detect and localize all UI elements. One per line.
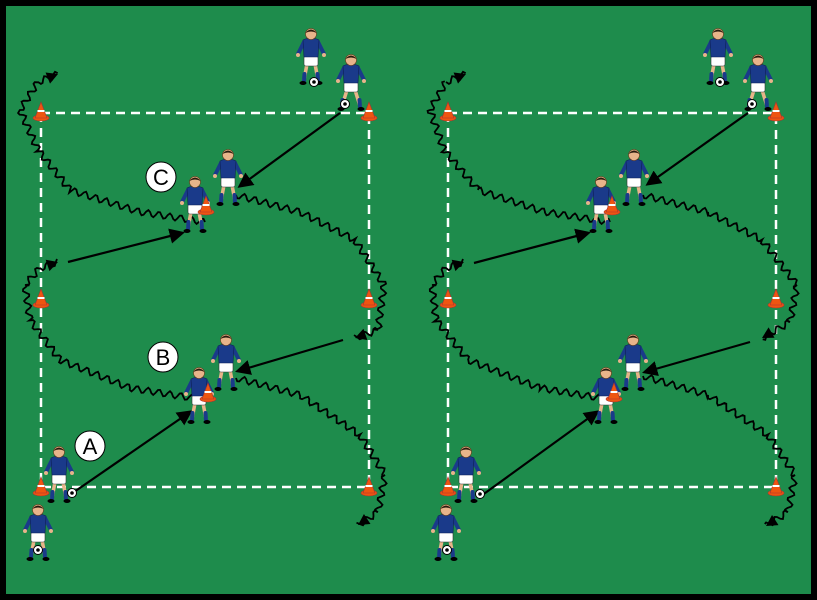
- dribble-path: [16, 81, 206, 226]
- cones-right: [439, 101, 785, 497]
- pass-arrow: [642, 340, 751, 377]
- player: [586, 176, 616, 233]
- drill-area-right: [426, 28, 800, 561]
- ball: [442, 545, 452, 555]
- pass-arrows-right: [473, 112, 751, 497]
- player: [336, 54, 366, 111]
- ball: [33, 545, 43, 555]
- label-c: C: [153, 165, 169, 190]
- dribble-paths-left: [16, 70, 388, 527]
- cone: [767, 288, 785, 309]
- cone: [360, 476, 378, 497]
- ball: [475, 489, 485, 499]
- dribble-arrowhead: [766, 515, 779, 526]
- pass-arrow: [480, 410, 600, 497]
- label-b-circle: [147, 341, 179, 373]
- cone: [199, 382, 217, 403]
- dribble-path: [235, 375, 388, 527]
- dribble-arrowhead: [451, 259, 464, 272]
- cone: [605, 382, 623, 403]
- pass-arrow: [237, 112, 341, 188]
- cone: [360, 101, 378, 122]
- player: [213, 149, 243, 206]
- cone: [439, 101, 457, 122]
- dribble-path: [22, 258, 206, 404]
- dribble-arrowhead: [762, 327, 775, 338]
- cones-left: [32, 101, 378, 497]
- label-b: B: [156, 345, 171, 370]
- cone: [439, 476, 457, 497]
- cone: [439, 288, 457, 309]
- ball: [747, 99, 757, 109]
- cone: [32, 288, 50, 309]
- pitch-surface: [6, 6, 811, 594]
- dribble-paths-right: [426, 70, 800, 527]
- pass-arrow: [235, 338, 344, 375]
- dribble-arrowhead: [358, 513, 371, 525]
- drill-area-left: A B C: [16, 28, 388, 561]
- cone: [767, 476, 785, 497]
- cone: [603, 195, 621, 216]
- player: [618, 334, 648, 391]
- ball: [715, 77, 725, 87]
- player: [451, 446, 481, 503]
- cone: [32, 476, 50, 497]
- player: [619, 149, 649, 206]
- label-c-badge: C: [145, 161, 177, 193]
- players-right: [431, 28, 773, 561]
- cone: [360, 288, 378, 309]
- label-a-badge: A: [74, 430, 106, 462]
- ball: [309, 77, 319, 87]
- cone: [767, 101, 785, 122]
- pass-arrow: [473, 228, 591, 265]
- cone: [32, 101, 50, 122]
- player: [44, 446, 74, 503]
- dribble-path: [642, 192, 800, 341]
- dribble-arrowhead: [453, 72, 466, 84]
- pass-arrow: [645, 112, 749, 186]
- dribble-path: [235, 192, 388, 341]
- dribble-path: [426, 80, 611, 226]
- player: [703, 28, 733, 85]
- ball: [67, 488, 77, 498]
- player: [431, 504, 461, 561]
- dribble-arrowhead: [45, 72, 58, 84]
- dribble-path: [428, 258, 613, 404]
- players-left: [23, 28, 366, 561]
- pass-arrow: [67, 228, 185, 264]
- cone: [197, 195, 215, 216]
- pass-arrows-left: [67, 112, 344, 493]
- label-a-circle: [74, 430, 106, 462]
- player: [211, 334, 241, 391]
- label-b-badge: B: [147, 341, 179, 373]
- ball: [340, 99, 350, 109]
- label-c-circle: [145, 161, 177, 193]
- dribble-arrowhead: [45, 259, 58, 272]
- dribble-path: [642, 373, 798, 527]
- player: [184, 367, 214, 424]
- player: [23, 504, 53, 561]
- pass-arrow: [73, 410, 193, 493]
- dribble-arrowhead: [355, 328, 368, 341]
- label-a: A: [83, 434, 98, 459]
